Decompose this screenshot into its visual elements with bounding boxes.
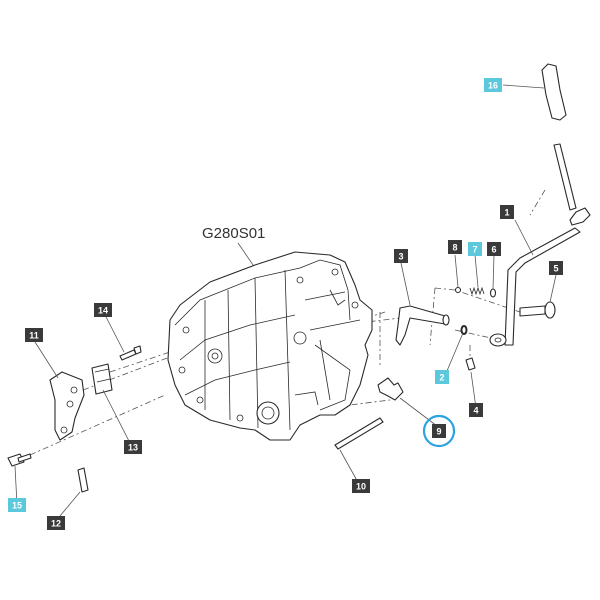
callout-3-box [394,249,408,263]
callout-3-number: 3 [398,252,403,262]
callout-12-number: 12 [51,519,61,529]
callout-11-box [25,328,43,342]
callout-6-number: 6 [491,245,496,255]
part-7-spring [469,286,485,296]
callout-5-box [549,261,563,275]
callout-6[interactable]: 6 [487,242,501,256]
part-9-selector [377,377,404,401]
callout-1[interactable]: 1 [500,205,514,219]
part-16-lever-rod [541,63,577,211]
gearbox-housing [167,251,373,441]
part-4-set-screw [465,357,476,371]
callout-4-number: 4 [473,406,478,416]
part-8-ball [454,286,462,294]
part-1-shift-lever [489,207,591,347]
callout-16-number: 16 [488,81,498,91]
callout-2-number: 2 [439,373,444,383]
part-10-pin [334,417,384,450]
callout-14-box [94,303,112,317]
callout-2[interactable]: 2 [435,370,449,384]
callout-7[interactable]: 7 [468,242,482,256]
callout-1-box [500,205,514,219]
callout-13-number: 13 [128,443,138,453]
callout-10-box [352,479,370,493]
part-11-bracket [49,371,85,441]
callout-4[interactable]: 4 [469,403,483,417]
callout-13-box [124,440,142,454]
callout-8[interactable]: 8 [448,240,462,254]
callout-5-number: 5 [553,264,558,274]
callout-13[interactable]: 13 [124,440,142,454]
part-15-bolt [7,453,32,467]
part-3-shift-fork [395,305,450,346]
callout-15-number: 15 [12,501,22,511]
callout-15-box [8,498,26,512]
callout-14-number: 14 [98,306,108,316]
callout-11[interactable]: 11 [25,328,43,342]
callout-12-box [47,516,65,530]
callout-12[interactable]: 12 [47,516,65,530]
callout-7-number: 7 [472,245,477,255]
callout-15[interactable]: 15 [8,498,26,512]
callout-2-box [435,370,449,384]
part-13-switch [91,363,113,395]
part-12-link [77,467,89,493]
part-2-o-ring [460,325,468,335]
callout-3[interactable]: 3 [394,249,408,263]
callout-5[interactable]: 5 [549,261,563,275]
callout-16[interactable]: 16 [484,78,502,92]
callout-10[interactable]: 10 [352,479,370,493]
callout-9-number: 9 [436,427,441,437]
callout-9[interactable]: 9 [432,424,446,438]
callout-10-number: 10 [356,482,366,492]
part-14-bolt [119,345,142,361]
callout-7-box [468,242,482,256]
callout-9-box [432,424,446,438]
part-5-bolt [519,301,556,319]
callout-9-highlight-ring [422,414,456,448]
callout-1-number: 1 [504,208,509,218]
callout-8-number: 8 [452,243,457,253]
callout-6-box [487,242,501,256]
callout-4-box [469,403,483,417]
callout-11-number: 11 [29,331,39,341]
callout-16-box [484,78,502,92]
diagram-title: G280S01 [202,225,265,242]
callout-labels: 1 2 3 4 5 6 7 8 9 10 11 12 13 14 15 16 [8,78,563,530]
callout-8-box [448,240,462,254]
callout-14[interactable]: 14 [94,303,112,317]
part-6-ring [489,288,497,298]
leader-lines [14,84,557,523]
